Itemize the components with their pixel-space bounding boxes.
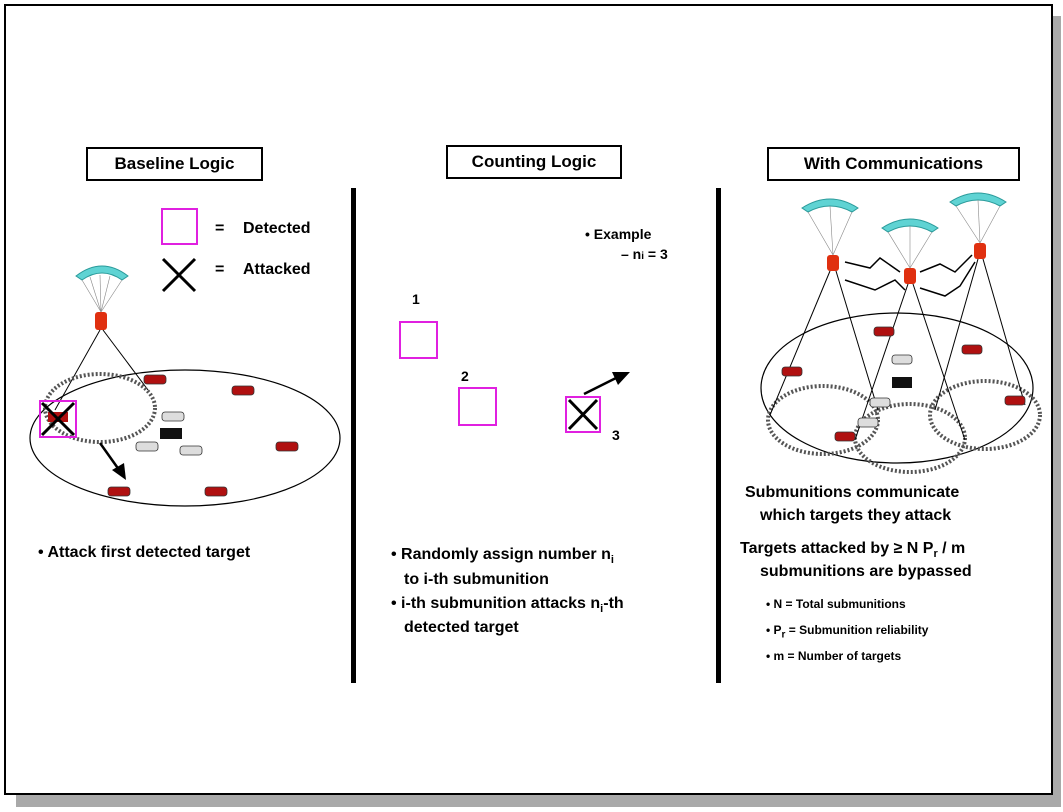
legend-detected-box [161,208,198,245]
comms-line-2: which targets they attack [760,507,952,524]
legend-equals-2: = [215,261,225,278]
title-with-communications: With Communications [767,147,1020,181]
legend-detected-label: Detected [243,220,311,237]
counting-detected-box-1 [399,321,438,359]
comms-item-2: • Pr = Submunition reliability [766,623,929,641]
counting-arrow [583,376,617,396]
comms-parachute-icon-1 [801,198,859,271]
baseline-scene [29,265,341,507]
comms-scene [760,192,1042,474]
counting-bullet-1: • Randomly assign number ni [391,546,614,567]
comms-link-3 [844,279,906,291]
counting-label-2: 2 [461,368,469,384]
baseline-parachute-icon [75,265,129,313]
frame-shadow-bottom [16,795,1059,807]
counting-detected-box-2 [458,387,497,426]
baseline-field-ellipse [29,369,341,507]
comms-item-1: • N = Total submunitions [766,597,906,611]
counting-bullet-1-line-2: to i-th submunition [404,571,549,588]
comms-link-1 [844,257,901,273]
comms-truck-icon [892,377,912,388]
baseline-footprint-ring [43,372,157,444]
baseline-vehicle-icons [135,411,203,456]
divider-left [351,188,356,683]
baseline-truck-icon [160,428,182,439]
baseline-bullet: • Attack first detected target [38,544,251,561]
counting-example-bullet: • Example [585,226,652,242]
comms-parachute-icon-2 [881,218,939,284]
comms-line-4: submunitions are bypassed [760,563,972,580]
comms-line-1: Submunitions communicate [745,484,960,501]
title-baseline-logic: Baseline Logic [86,147,263,181]
counting-scene [399,321,630,433]
counting-label-1: 1 [412,291,420,307]
comms-line-3: Targets attacked by ≥ N Pr / m [740,540,966,561]
frame-shadow-right [1051,16,1061,807]
baseline-detected-target [39,400,77,438]
comms-parachute-icon-3 [949,192,1007,259]
baseline-tank-icons [107,374,299,497]
counting-detected-box-3 [565,396,601,433]
divider-right [716,188,721,683]
counting-bullet-2: • i-th submunition attacks ni-th [391,595,624,616]
comms-item-3: • m = Number of targets [766,649,902,663]
comms-tank-icons [781,326,1026,442]
legend-equals-1: = [215,220,225,237]
baseline-submunition-icon [95,312,107,330]
comms-link-4 [919,261,976,297]
counting-bullet-2-line-2: detected target [404,619,519,636]
comms-link-2 [919,254,973,273]
title-counting-logic: Counting Logic [446,145,622,179]
comms-field-ellipse [760,312,1034,464]
counting-label-3: 3 [612,427,620,443]
legend-attacked-icon [161,257,197,293]
legend-attacked-label: Attacked [243,261,311,278]
counting-example-sub: – ni = 3 [621,246,668,262]
comms-vehicle-icons [857,354,913,428]
